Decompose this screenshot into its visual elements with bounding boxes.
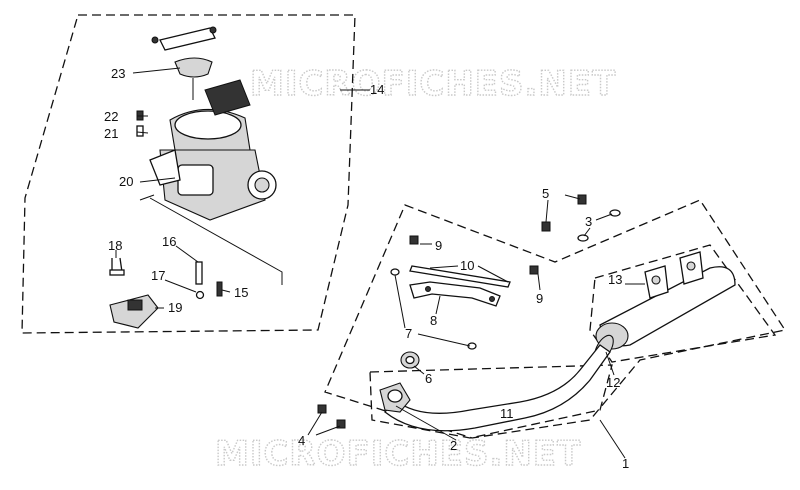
- callout-8: 8: [430, 313, 437, 328]
- group-boundary-exhaust: [324, 199, 787, 439]
- group-boundary-carburetor: [21, 14, 356, 334]
- callout-4: 4: [298, 433, 305, 448]
- callout-14: 14: [370, 82, 384, 97]
- callout-6: 6: [425, 371, 432, 386]
- exhaust-assembly: [317, 194, 736, 432]
- callout-21: 21: [104, 126, 118, 141]
- callout-11: 11: [500, 406, 514, 421]
- callout-15: 15: [234, 285, 248, 300]
- callout-9b: 9: [536, 291, 543, 306]
- callout-16: 16: [162, 234, 176, 249]
- callout-3: 3: [585, 214, 592, 229]
- group-boundary-muffler: [589, 244, 777, 363]
- callout-17: 17: [151, 268, 165, 283]
- callout-1: 1: [622, 456, 629, 471]
- carburetor-assembly: [149, 26, 277, 221]
- callout-2: 2: [450, 438, 457, 453]
- callout-10: 10: [460, 258, 474, 273]
- callout-labels: 1 2 3 4 5 6 7 8 9 9 10 11 12 13 14 15 16…: [104, 66, 629, 471]
- callout-7: 7: [405, 326, 412, 341]
- callout-19: 19: [168, 300, 182, 315]
- callout-5: 5: [542, 186, 549, 201]
- callout-22: 22: [104, 109, 118, 124]
- callout-13: 13: [608, 272, 622, 287]
- callout-12: 12: [606, 375, 620, 390]
- callout-9a: 9: [435, 238, 442, 253]
- watermark-top: MICROFICHES.NET: [250, 64, 616, 104]
- carburetor-small-parts: [109, 110, 283, 329]
- callout-18: 18: [108, 238, 122, 253]
- callout-23: 23: [111, 66, 125, 81]
- leader-lines: [115, 67, 645, 459]
- callout-20: 20: [119, 174, 133, 189]
- watermark-bottom: MICROFICHES.NET: [215, 434, 581, 474]
- group-boundary-pipe: [369, 364, 613, 439]
